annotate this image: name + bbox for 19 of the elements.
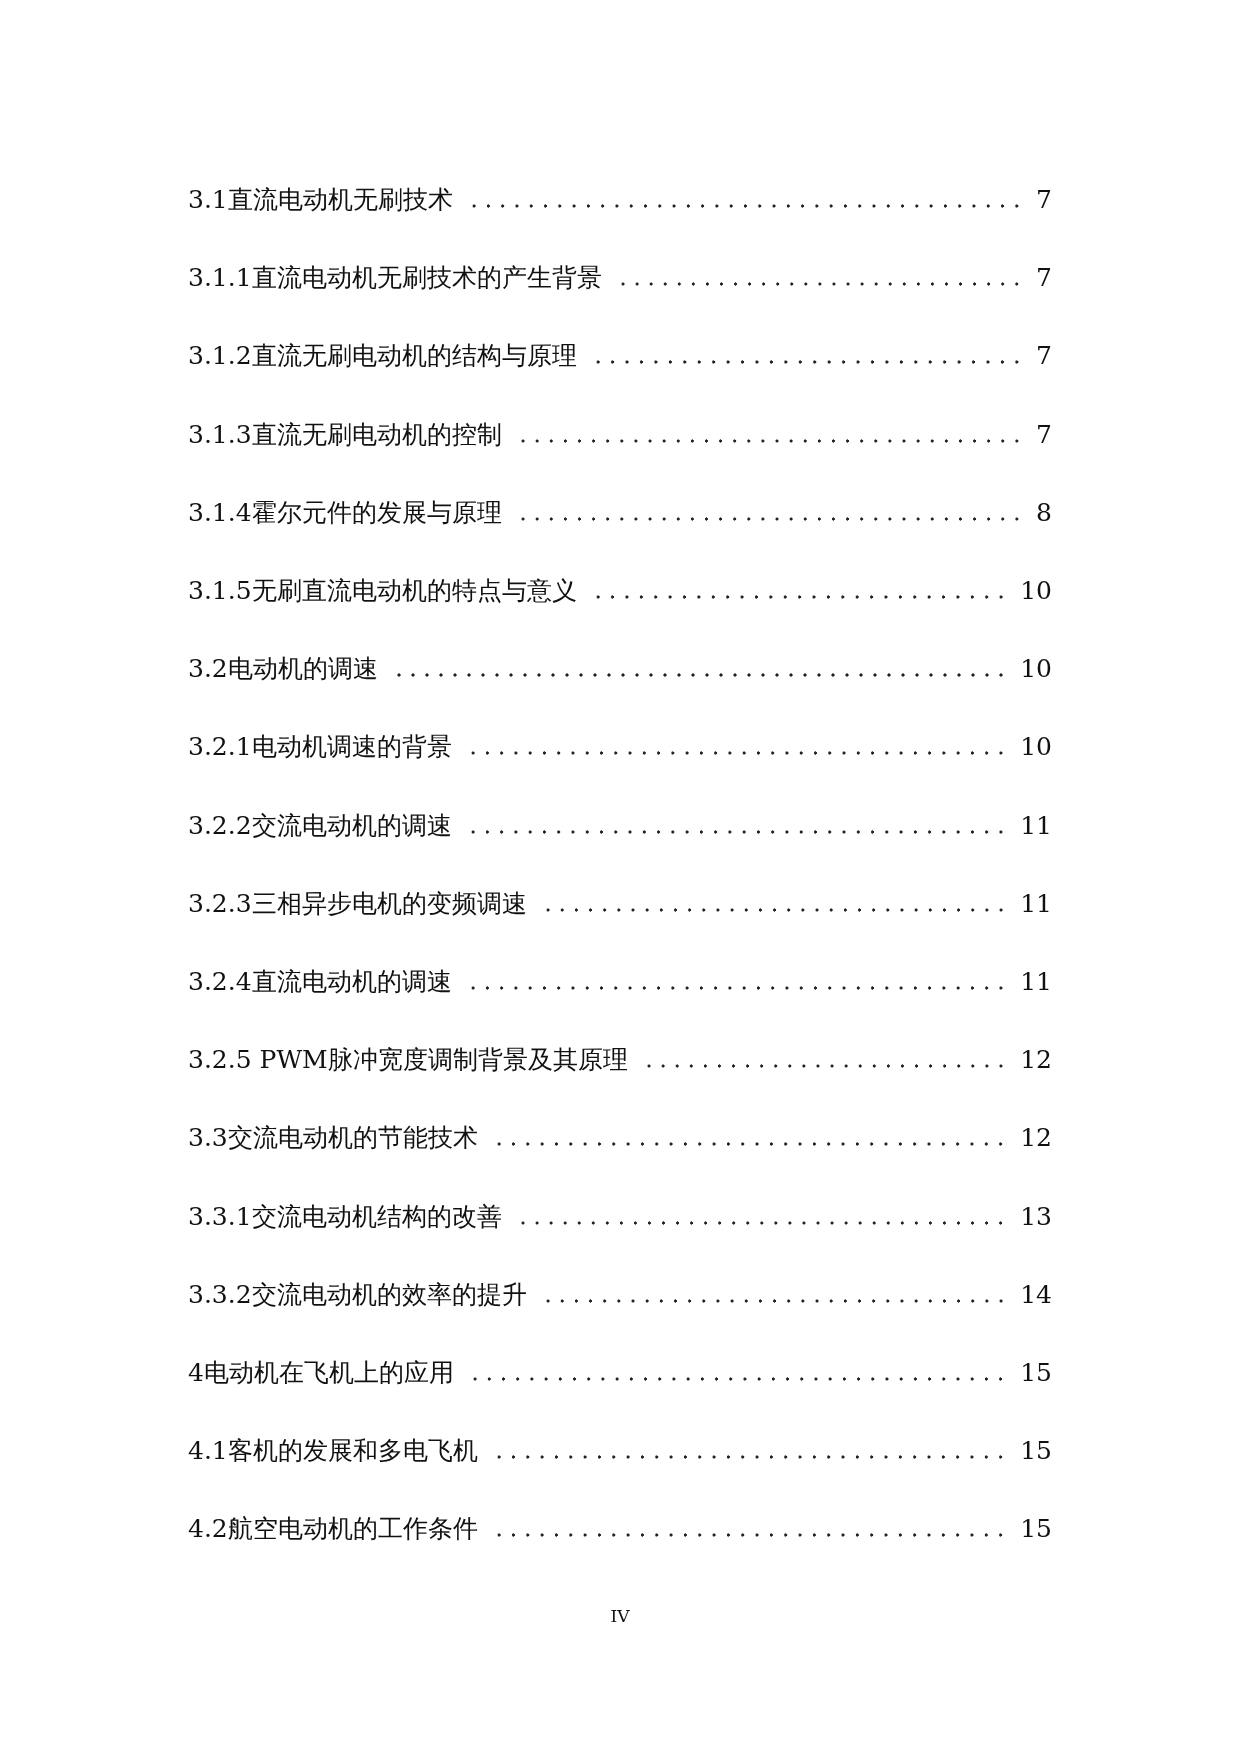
toc-line: 3.2.2交流电动机的调速 11 (188, 809, 1052, 841)
toc-line: 4.2航空电动机的工作条件 15 (188, 1513, 1052, 1545)
toc-line: 3.2.5 PWM脉冲宽度调制背景及其原理 12 (188, 1044, 1052, 1076)
toc-line: 4电动机在飞机上的应用 15 (188, 1357, 1052, 1388)
toc-line: 3.3.2交流电动机的效率的提升 14 (188, 1278, 1052, 1310)
toc-line: 3.1.5无刷直流电动机的特点与意义 10 (188, 575, 1052, 606)
toc-line: 4.1客机的发展和多电飞机 15 (188, 1435, 1052, 1467)
toc-line: 3.3交流电动机的节能技术 12 (188, 1122, 1052, 1154)
toc-line: 3.2.3三相异步电机的变频调速 11 (188, 887, 1052, 919)
toc-line: 3.1.2直流无刷电动机的结构与原理 7 (188, 340, 1052, 372)
toc-line: 3.2电动机的调速 10 (188, 653, 1052, 685)
page-footer-number: IV (610, 1606, 630, 1626)
toc-line: 3.2.1电动机调速的背景 10 (188, 731, 1052, 763)
toc-line: 3.1直流电动机无刷技术 7 (188, 184, 1052, 215)
toc-line: 3.2.4直流电动机的调速 11 (188, 966, 1052, 997)
toc-line: 3.3.1交流电动机结构的改善 13 (188, 1200, 1052, 1232)
toc-line: 3.1.1直流电动机无刷技术的产生背景 7 (188, 262, 1052, 294)
toc-line: 3.1.3直流无刷电动机的控制 7 (188, 418, 1052, 450)
toc-line: 3.1.4霍尔元件的发展与原理 8 (188, 496, 1052, 528)
